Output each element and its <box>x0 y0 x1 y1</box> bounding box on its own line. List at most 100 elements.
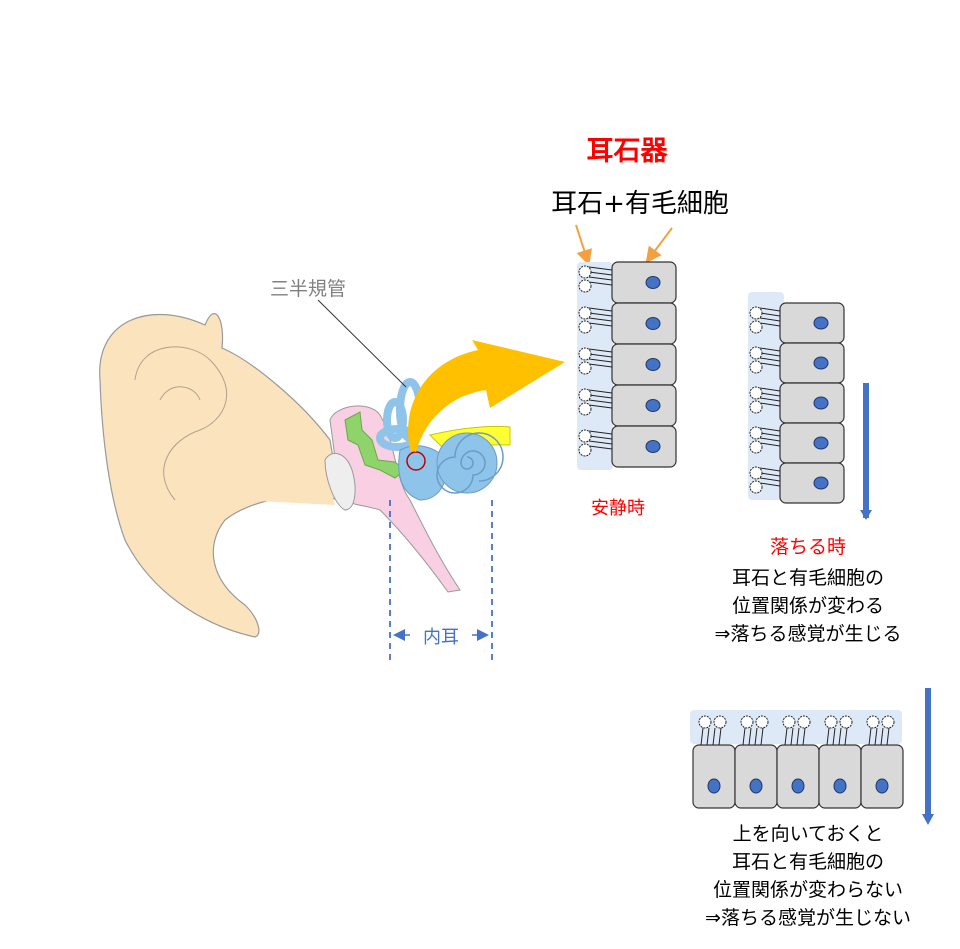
otolith <box>740 715 754 729</box>
cell-nucleus <box>875 778 889 794</box>
hair-bundle <box>748 727 752 746</box>
otolith <box>698 715 712 729</box>
hair-bundle <box>844 727 848 746</box>
hair-bundle <box>588 389 613 394</box>
hair-bundle <box>826 727 830 746</box>
cell-nucleus <box>645 317 661 330</box>
cell-nucleus <box>749 778 763 794</box>
cell-nucleus <box>645 399 661 412</box>
otolith <box>749 386 763 400</box>
hair-cell <box>611 261 677 304</box>
hair-bundle <box>784 727 788 746</box>
otolith <box>749 306 763 320</box>
cell-nucleus <box>645 440 661 453</box>
hair-bundle <box>588 353 613 358</box>
otolith <box>578 388 592 402</box>
ear-illustration: 三半規管 内耳 <box>99 278 565 665</box>
cell-nucleus <box>833 778 847 794</box>
hair-bundle <box>588 322 613 327</box>
cell-nucleus <box>813 316 829 330</box>
cell-nucleus <box>645 276 661 289</box>
hair-bundle <box>886 727 890 746</box>
hair-bundle <box>759 352 781 357</box>
hair-cell <box>779 462 845 504</box>
hair-bundle <box>588 445 613 450</box>
hair-bundle <box>588 266 613 271</box>
hair-cell <box>611 343 677 386</box>
subtitle: 耳石+有毛細胞 <box>551 189 729 219</box>
otolith <box>749 426 763 440</box>
hair-cell <box>692 744 736 809</box>
falling-line: ⇒落ちる感覚が生じる <box>715 623 902 645</box>
otolith <box>749 480 763 494</box>
hair-bundle <box>718 727 722 746</box>
hair-bundle <box>742 727 746 746</box>
hair-bundle <box>759 357 781 362</box>
vestibule <box>398 445 447 501</box>
otolith <box>749 320 763 334</box>
otolith <box>578 402 592 416</box>
hair-bundle <box>588 435 613 440</box>
hair-bundle <box>759 317 781 322</box>
hair-bundle <box>759 442 781 447</box>
otolith <box>578 279 592 293</box>
otolith <box>578 429 592 443</box>
hair-bundle <box>838 727 842 746</box>
hair-cell <box>779 342 845 384</box>
pointer-arrow-otolith <box>575 224 592 266</box>
hair-bundle <box>588 276 613 281</box>
hair-bundle <box>754 727 758 746</box>
hair-bundle <box>588 399 613 404</box>
hair-bundle <box>588 363 613 368</box>
otolith <box>749 400 763 414</box>
otolith <box>578 320 592 334</box>
hair-cell <box>779 382 845 424</box>
pointer-line <box>317 299 407 388</box>
otolith <box>866 715 880 729</box>
semicircular-canal-label: 三半規管 <box>270 278 346 300</box>
hair-bundle <box>759 362 781 367</box>
hair-bundle <box>796 727 800 746</box>
hair-cell <box>779 302 845 344</box>
otolith <box>713 715 727 729</box>
otolith <box>881 715 895 729</box>
otolith <box>578 347 592 361</box>
hair-bundle <box>880 727 884 746</box>
cell-nucleus <box>645 358 661 371</box>
otolith <box>797 715 811 729</box>
hair-bundle <box>700 727 704 746</box>
hair-cell <box>860 744 904 809</box>
inner-ear-label: 内耳 <box>423 627 459 648</box>
cell-nucleus <box>791 778 805 794</box>
hair-bundle <box>588 358 613 363</box>
hair-bundle <box>759 392 781 397</box>
hair-bundle <box>588 440 613 445</box>
hair-bundle <box>874 727 878 746</box>
facing-up-line: 上を向いておくと <box>733 823 884 845</box>
hair-bundle <box>588 404 613 409</box>
inner-ear-range: 内耳 <box>389 500 493 665</box>
hair-bundle <box>759 472 781 477</box>
otolith <box>749 440 763 454</box>
hair-bundle <box>706 727 710 746</box>
falling-line: 位置関係が変わる <box>732 595 884 617</box>
hair-bundle <box>802 727 806 746</box>
otolith <box>749 360 763 374</box>
cells-at-rest <box>577 261 677 470</box>
hair-cell <box>611 384 677 427</box>
otolith <box>578 306 592 320</box>
hair-bundle <box>760 727 764 746</box>
otolith <box>782 715 796 729</box>
otolith <box>749 346 763 360</box>
hair-bundle <box>588 430 613 435</box>
hair-cell <box>734 744 778 809</box>
facing-up-line: 耳石と有毛細胞の <box>732 851 884 873</box>
facing-up-line: ⇒落ちる感覚が生じない <box>705 907 911 929</box>
otolith <box>578 443 592 457</box>
hair-bundle <box>759 427 781 432</box>
otolith <box>578 361 592 375</box>
hair-bundle <box>759 397 781 402</box>
hair-bundle <box>588 307 613 312</box>
eardrum <box>324 452 356 511</box>
